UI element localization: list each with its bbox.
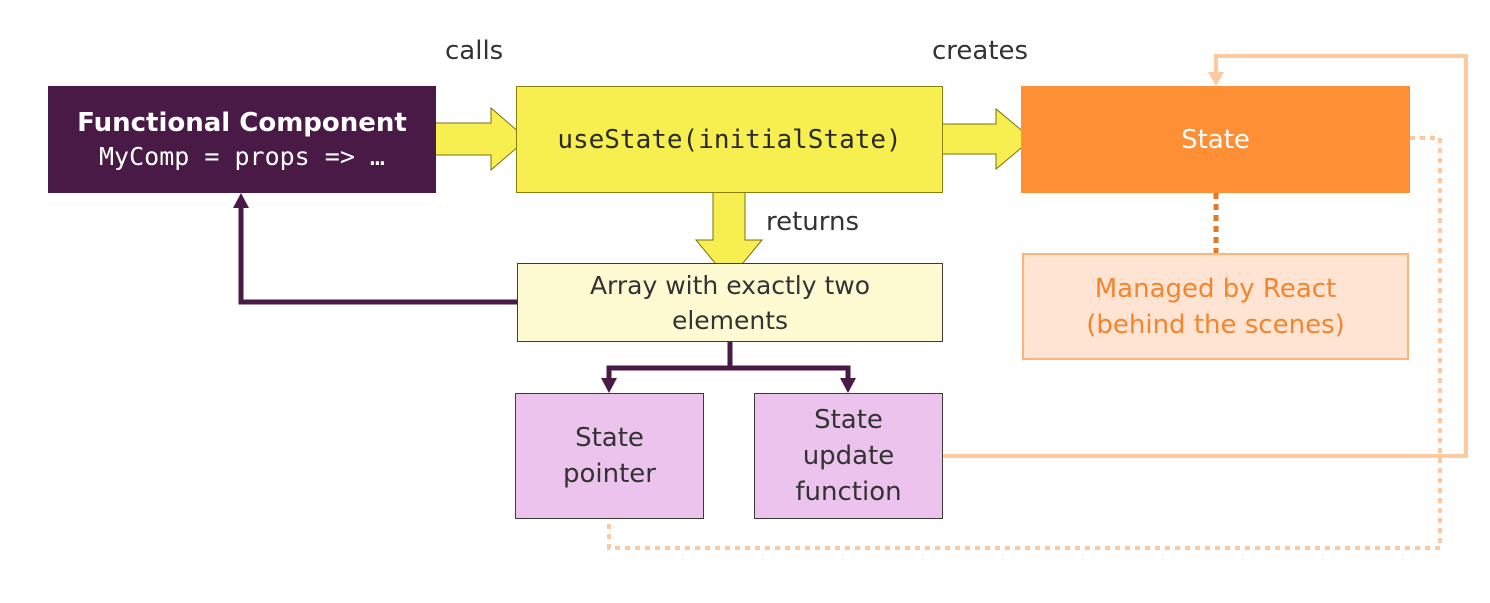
array-box: Array with exactly two elements xyxy=(517,263,943,342)
functional-component-code: MyComp = props => … xyxy=(99,141,385,171)
creates-arrow xyxy=(930,107,1033,171)
update-to-state-line xyxy=(943,54,1468,458)
array-split-line-right xyxy=(730,365,851,380)
managed-line-2: (behind the scenes) xyxy=(1086,309,1345,340)
state-label: State xyxy=(1181,124,1250,155)
return-to-component-arrowhead xyxy=(233,193,249,208)
state-pointer-box: State pointer xyxy=(515,393,704,519)
state-pointer-line-2: pointer xyxy=(563,459,656,489)
calls-arrow xyxy=(425,106,528,172)
split-arrowhead-left xyxy=(601,378,617,393)
array-split-line xyxy=(606,342,733,380)
array-label: Array with exactly two elements xyxy=(589,270,871,335)
split-arrowhead-right xyxy=(840,378,856,393)
managed-line-1: Managed by React xyxy=(1094,273,1337,304)
state-update-function-box: State update function xyxy=(754,393,943,519)
managed-by-react-box: Managed by React (behind the scenes) xyxy=(1022,253,1409,360)
creates-label: creates xyxy=(932,36,1029,66)
calls-label: calls xyxy=(445,36,504,66)
returns-label: returns xyxy=(766,207,860,237)
state-update-line-2: update xyxy=(802,441,895,471)
state-update-line-3: function xyxy=(795,477,902,507)
state-pointer-line-1: State xyxy=(575,423,644,453)
functional-component-box: Functional Component MyComp = props => … xyxy=(48,86,436,193)
state-update-line-1: State xyxy=(814,405,883,435)
state-box: State xyxy=(1021,86,1410,193)
use-state-code: useState(initialState) xyxy=(557,124,902,155)
return-to-component-line xyxy=(238,206,517,305)
update-to-state-arrowhead xyxy=(1208,72,1224,86)
use-state-box: useState(initialState) xyxy=(516,86,943,193)
state-to-pointer-dotted xyxy=(607,136,1442,550)
functional-component-title: Functional Component xyxy=(77,107,407,138)
